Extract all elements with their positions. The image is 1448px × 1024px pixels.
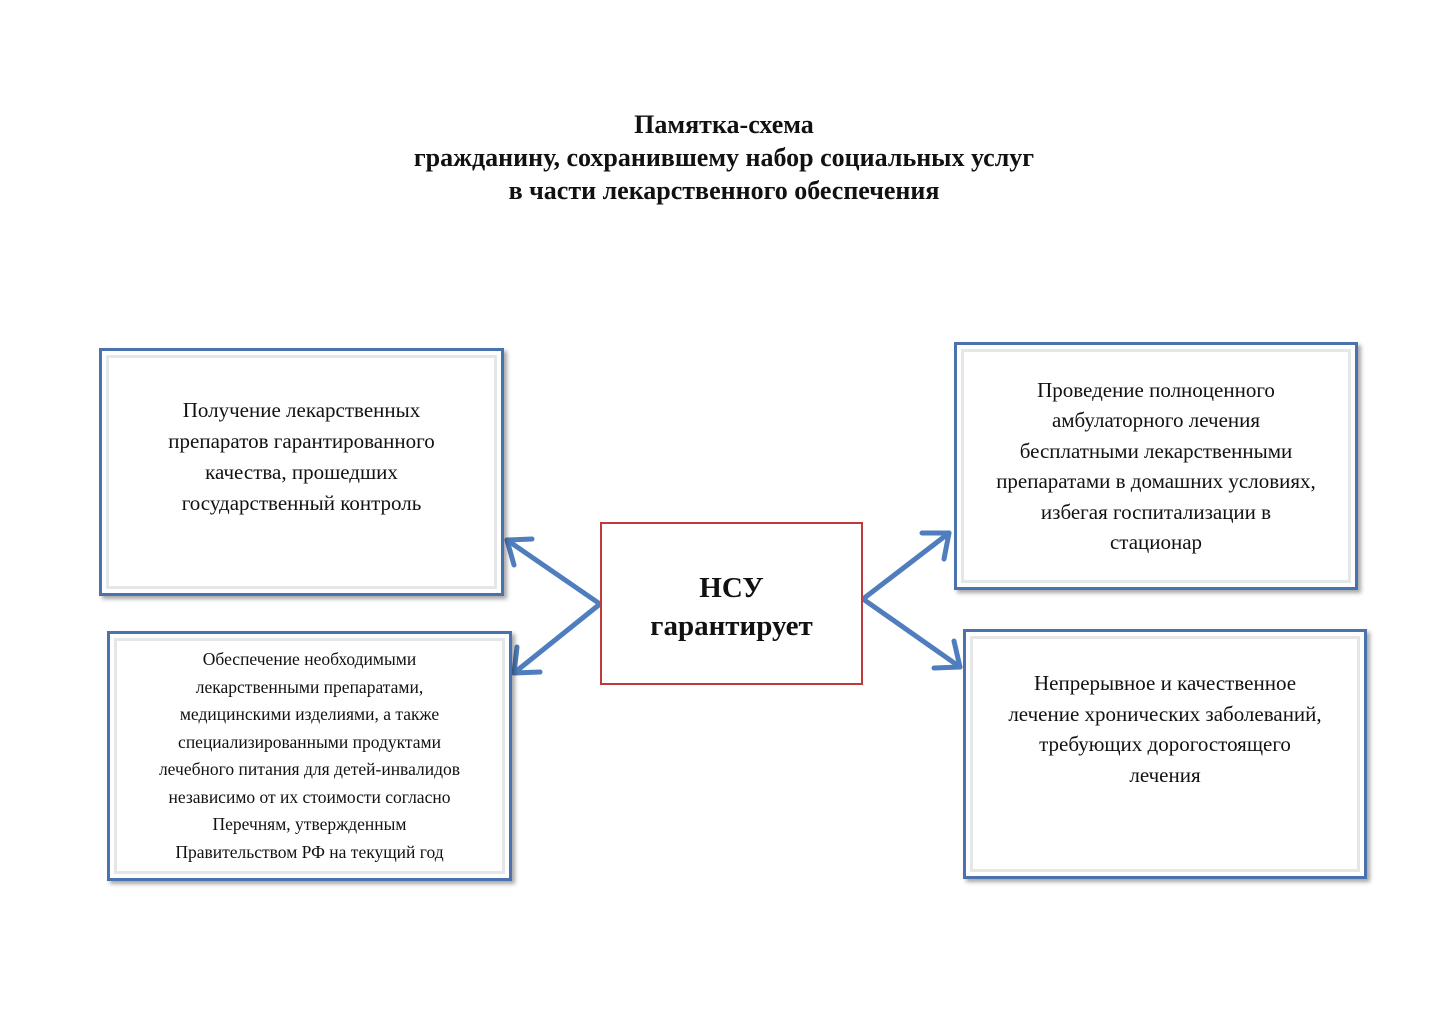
box-text-line: специализированными продуктами [178,731,441,752]
box-text-line: независимо от их стоимости согласно [168,786,451,807]
box-outpatient-treatment: Проведение полноценного амбулаторного ле… [954,342,1358,590]
box-text-line: Непрерывное и качественное [1033,671,1297,695]
box-text-line: стационар [1109,530,1203,554]
center-box-nsu: НСУ гарантирует [600,522,863,685]
title-line-2: гражданину, сохранившему набор социальны… [413,143,1035,172]
box-text-line: качества, прошедших [205,460,398,484]
box-text-line: бесплатными лекарственными [1019,438,1293,463]
arrow-to-bottom-right [860,596,963,671]
arrow-to-top-left [504,536,603,607]
box-chronic-treatment: Непрерывное и качественное лечение хрони… [963,629,1367,879]
box-text-line: медицинскими изделиями, а также [179,704,440,724]
box-text-line: Правительством РФ на текущий год [175,841,444,862]
box-text-line: лечения [1129,762,1201,787]
center-text-line: гарантирует [650,609,813,642]
box-text-line: Проведение полноценного [1037,377,1275,402]
box-text-line: избегая госпитализации в [1040,499,1272,524]
box-text-line: государственный контроль [181,491,422,515]
box-text-line: Обеспечение необходимыми [202,649,417,669]
center-text-line: НСУ [699,571,764,604]
box-text-line: препаратами в домашних условиях, [996,469,1316,493]
box-quality-medicines: Получение лекарственных препаратов гаран… [99,348,504,596]
title-line-3: в части лекарственного обеспечения [508,176,940,205]
box-provision-medicines: Обеспечение необходимыми лекарственными … [107,631,512,881]
box-text-line: Перечням, утвержденным [212,814,407,834]
box-text-line: амбулаторного лечения [1051,408,1261,432]
arrow-to-bottom-left [511,601,603,676]
title-line-1: Памятка-схема [634,110,814,139]
box-text-line: лекарственными препаратами, [195,676,424,697]
box-text-line: требующих дорогостоящего [1039,732,1291,756]
box-text-line: лечение хронических заболеваний, [1008,701,1322,726]
diagram-title: Памятка-схема гражданину, сохранившему н… [0,108,1448,207]
arrow-to-top-right [860,530,952,602]
box-text-line: Получение лекарственных [182,398,421,422]
box-text-line: препаратов гарантированного [168,429,435,453]
box-text-line: лечебного питания для детей-инвалидов [158,759,461,779]
